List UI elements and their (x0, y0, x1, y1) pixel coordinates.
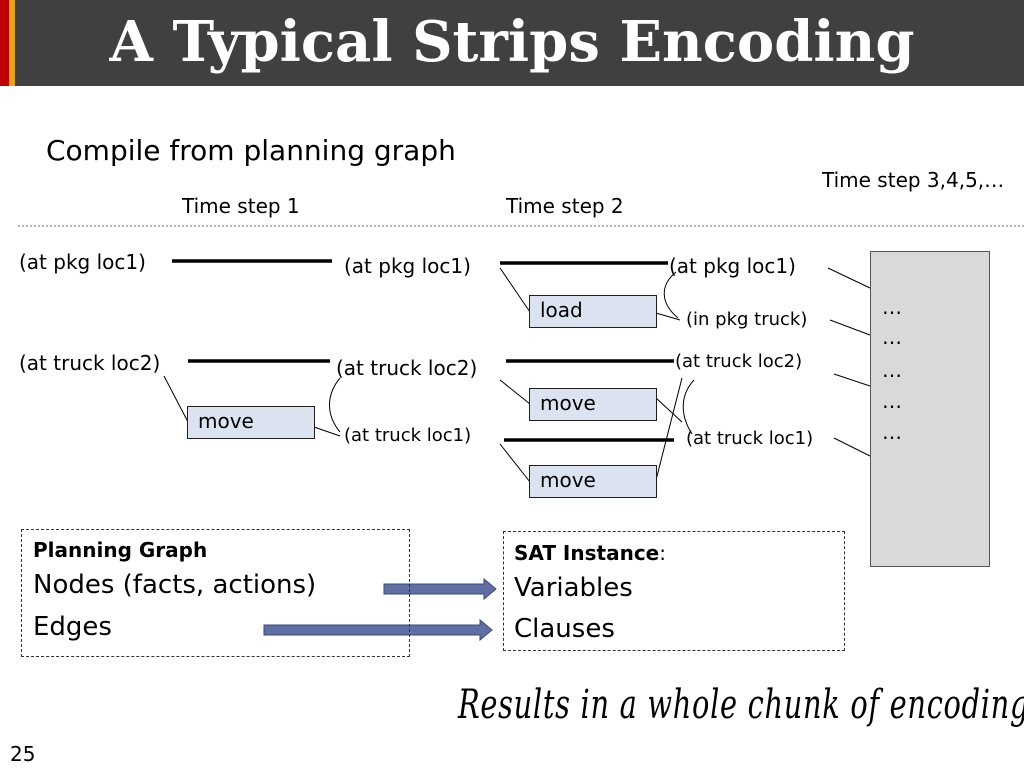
panel-edge (833, 373, 871, 387)
effect-edge (655, 377, 683, 481)
sat-instance-colon: : (659, 541, 666, 565)
action-move-2: move (529, 388, 657, 421)
slide-number: 25 (10, 742, 36, 766)
planning-graph-edges: Edges (33, 612, 112, 642)
sat-instance-variables: Variables (514, 573, 633, 603)
title-accent-gold (9, 0, 15, 86)
panel-edge (827, 267, 871, 289)
fact-at-pkg-loc1-1: (at pkg loc1) (344, 254, 471, 278)
fact-at-truck-loc2-2: (at truck loc2) (675, 351, 803, 372)
precondition-edge (499, 443, 531, 483)
ellipsis: … (882, 325, 902, 349)
fact-at-pkg-loc1-2: (at pkg loc1) (669, 254, 796, 278)
title-bar (0, 0, 1024, 86)
effect-edge (655, 397, 683, 423)
fact-at-truck-loc2-1: (at truck loc2) (336, 356, 478, 380)
fact-in-pkg-truck-2: (in pkg truck) (686, 309, 808, 330)
sat-instance-box: SAT Instance: Variables Clauses (503, 531, 845, 651)
nodes-to-variables-arrow (383, 577, 497, 601)
planning-graph-nodes: Nodes (facts, actions) (33, 570, 317, 600)
action-move-1: move (187, 406, 315, 439)
precondition-edge (499, 379, 531, 405)
fact-at-truck-loc1-1: (at truck loc1) (344, 425, 472, 446)
sat-instance-clauses: Clauses (514, 614, 615, 644)
action-load: load (529, 295, 657, 328)
time-step-1-label: Time step 1 (182, 194, 300, 218)
fact-at-pkg-loc1-0: (at pkg loc1) (19, 250, 146, 274)
ellipsis: … (882, 420, 902, 444)
slide-title: A Typical Strips Encoding (109, 9, 915, 75)
edges-to-clauses-arrow (263, 618, 493, 642)
ellipsis: … (882, 358, 902, 382)
subtitle: Compile from planning graph (46, 134, 456, 167)
ellipsis: … (882, 295, 902, 319)
time-step-2-label: Time step 2 (506, 194, 624, 218)
mutex-arc (663, 271, 679, 319)
planning-graph-box: Planning Graph Nodes (facts, actions) Ed… (21, 529, 410, 657)
action-move-3: move (529, 465, 657, 498)
mutex-arc (329, 377, 341, 433)
precondition-edge (499, 267, 531, 313)
later-steps-panel (870, 251, 990, 567)
fact-at-truck-loc1-2: (at truck loc1) (686, 428, 814, 449)
title-accent-red (0, 0, 9, 86)
effect-edge (313, 426, 341, 437)
results-caption: Results in a whole chunk of encoding (458, 682, 1024, 728)
precondition-edge (163, 375, 189, 423)
mutex-arc (682, 379, 695, 435)
time-step-rest-label: Time step 3,4,5,… (822, 168, 1005, 192)
panel-edge (833, 437, 871, 457)
planning-graph-heading: Planning Graph (33, 538, 208, 562)
fact-at-truck-loc2-0: (at truck loc2) (19, 351, 161, 375)
sat-instance-heading-line: SAT Instance: (514, 541, 666, 565)
ellipsis: … (882, 389, 902, 413)
sat-instance-heading: SAT Instance (514, 541, 660, 565)
panel-edge (829, 319, 871, 336)
effect-edge (655, 312, 681, 321)
